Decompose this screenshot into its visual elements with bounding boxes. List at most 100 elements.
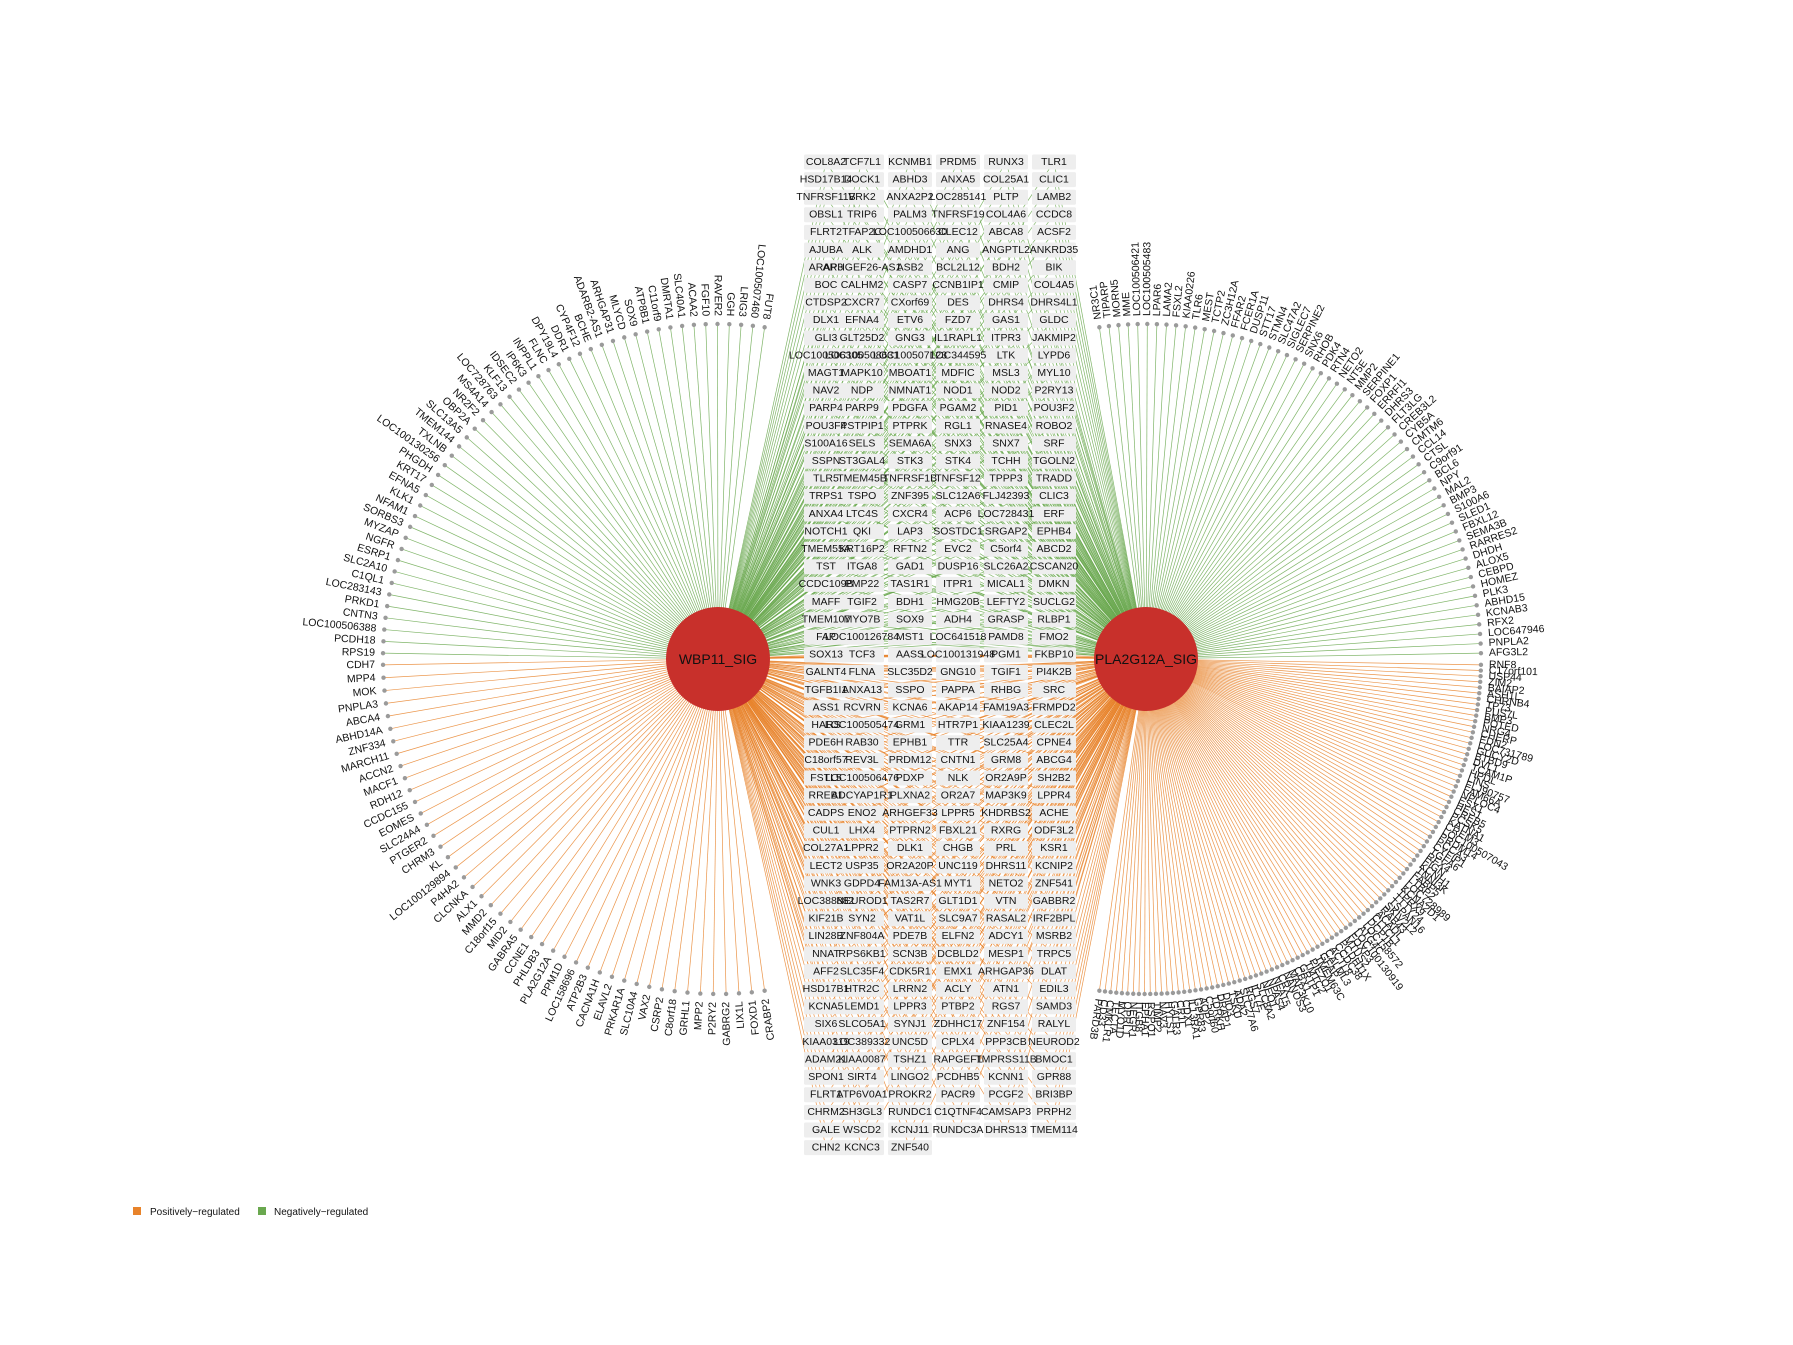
center-gene-label[interactable]: SLC35D2 [887, 666, 933, 678]
gene-node[interactable] [1421, 844, 1426, 849]
gene-node[interactable] [1475, 612, 1481, 618]
center-gene-label[interactable]: NMNAT1 [889, 385, 932, 397]
center-gene-label[interactable]: AJUBA [809, 244, 843, 256]
center-gene-label[interactable]: OR2A9P [985, 772, 1026, 784]
gene-node[interactable] [1424, 839, 1430, 844]
gene-node[interactable] [1463, 757, 1468, 762]
center-gene-label[interactable]: TFAP2C [842, 226, 882, 238]
gene-node[interactable] [750, 323, 756, 329]
gene-node[interactable] [762, 325, 767, 330]
center-gene-label[interactable]: SSPN [812, 455, 841, 467]
center-gene-label[interactable]: PDE7B [893, 930, 927, 942]
gene-node[interactable] [634, 981, 639, 987]
center-gene-label[interactable]: RAPGEF1 [933, 1053, 982, 1065]
center-gene-label[interactable]: HARS [811, 719, 840, 731]
gene-node[interactable] [1295, 955, 1300, 960]
center-gene-label[interactable]: WNK3 [811, 877, 841, 889]
gene-node[interactable] [380, 650, 386, 656]
gene-node[interactable] [398, 763, 403, 769]
center-gene-label[interactable]: RUNX3 [988, 156, 1024, 168]
gene-node[interactable] [488, 902, 493, 908]
gene-node[interactable] [1230, 333, 1236, 338]
gene-node[interactable] [382, 688, 387, 693]
center-gene-label[interactable]: FMO2 [1039, 631, 1068, 643]
gene-node[interactable] [691, 322, 697, 328]
gene-node[interactable] [407, 524, 413, 530]
center-gene-label[interactable]: LTC4S [846, 508, 878, 520]
center-gene-label[interactable]: OR2A20P [886, 860, 933, 872]
center-gene-label[interactable]: POU3F4 [806, 420, 847, 432]
center-gene-label[interactable]: ABHD3 [892, 173, 927, 185]
center-gene-label[interactable]: GAD1 [896, 561, 925, 573]
gene-node[interactable] [1477, 690, 1482, 696]
center-gene-label[interactable]: ETV6 [897, 314, 923, 326]
center-gene-label[interactable]: TAS2R7 [891, 895, 930, 907]
center-gene-label[interactable]: RPS6KB1 [838, 948, 885, 960]
center-gene-label[interactable]: FAM19A3 [983, 701, 1029, 713]
center-gene-label[interactable]: PDGFA [892, 402, 928, 414]
center-gene-label[interactable]: SNX7 [992, 437, 1020, 449]
gene-node[interactable] [1348, 922, 1353, 927]
gene-node[interactable] [685, 990, 690, 995]
center-gene-label[interactable]: ERF [1044, 508, 1065, 520]
gene-node[interactable] [1253, 973, 1259, 978]
center-gene-label[interactable]: NOTCH1 [804, 525, 847, 537]
center-gene-label[interactable]: NOD2 [991, 385, 1020, 397]
gene-node[interactable] [1382, 892, 1387, 897]
gene-node[interactable] [383, 701, 389, 706]
center-gene-label[interactable]: ACP6 [944, 508, 972, 520]
gene-node[interactable] [1267, 345, 1272, 350]
gene-node[interactable] [1466, 746, 1471, 752]
center-gene-label[interactable]: SYN2 [848, 913, 876, 925]
gene-node[interactable] [1204, 986, 1209, 991]
gene-node[interactable] [1226, 981, 1232, 986]
center-gene-label[interactable]: FLJ42393 [983, 490, 1030, 502]
gene-node[interactable] [412, 513, 418, 519]
center-gene-label[interactable]: TCF3 [849, 649, 875, 661]
center-gene-label[interactable]: MESP1 [988, 948, 1024, 960]
center-gene-label[interactable]: GDPD4 [844, 877, 880, 889]
gene-node[interactable] [498, 911, 503, 916]
gene-node[interactable] [1398, 439, 1404, 444]
center-gene-label[interactable]: KSR1 [1040, 842, 1068, 854]
center-gene-label[interactable]: KIAA1239 [982, 719, 1029, 731]
gene-node[interactable] [698, 991, 703, 996]
gene-node[interactable] [1310, 366, 1315, 371]
gene-node[interactable] [1478, 650, 1484, 656]
center-gene-label[interactable]: ARAP3 [809, 261, 844, 273]
center-gene-label[interactable]: LOC641518 [930, 631, 987, 643]
center-gene-label[interactable]: RLBP1 [1037, 613, 1070, 625]
center-gene-label[interactable]: BOC [815, 279, 838, 291]
hub-wbp11[interactable]: WBP11_SIG [666, 607, 770, 711]
center-gene-label[interactable]: DHRS11 [986, 860, 1027, 872]
gene-node[interactable] [1173, 323, 1179, 328]
center-gene-label[interactable]: ABCG4 [1036, 754, 1072, 766]
center-gene-label[interactable]: ITGA8 [847, 561, 878, 573]
gene-node[interactable] [1466, 565, 1471, 571]
center-gene-label[interactable]: LOC100131948 [921, 649, 995, 661]
gene-node[interactable] [1468, 574, 1474, 580]
gene-node[interactable] [1411, 857, 1417, 863]
gene-node[interactable] [715, 321, 720, 327]
center-gene-label[interactable]: PGM1 [991, 649, 1021, 661]
center-gene-label[interactable]: PCGF2 [988, 1089, 1023, 1101]
center-gene-label[interactable]: TMEM114 [1030, 1124, 1078, 1136]
gene-node[interactable] [723, 991, 729, 997]
gene-node[interactable] [418, 811, 423, 816]
center-gene-label[interactable]: KCNA5 [808, 1001, 843, 1013]
gene-node[interactable] [1379, 418, 1384, 423]
center-gene-label[interactable]: STK3 [897, 455, 923, 467]
gene-node[interactable] [711, 991, 716, 997]
center-gene-label[interactable]: GRM1 [895, 719, 925, 731]
gene-node[interactable] [597, 970, 603, 975]
gene-node[interactable] [1275, 348, 1281, 354]
gene-node[interactable] [1352, 918, 1358, 924]
gene-node[interactable] [1182, 989, 1187, 995]
gene-node[interactable] [679, 323, 685, 329]
center-gene-label[interactable]: TNFSF12 [935, 473, 981, 485]
gene-node[interactable] [1472, 593, 1478, 599]
gene-node[interactable] [567, 356, 572, 362]
gene-node[interactable] [727, 321, 732, 327]
gene-node[interactable] [1310, 947, 1315, 952]
center-gene-label[interactable]: FLRT2 [810, 226, 842, 238]
